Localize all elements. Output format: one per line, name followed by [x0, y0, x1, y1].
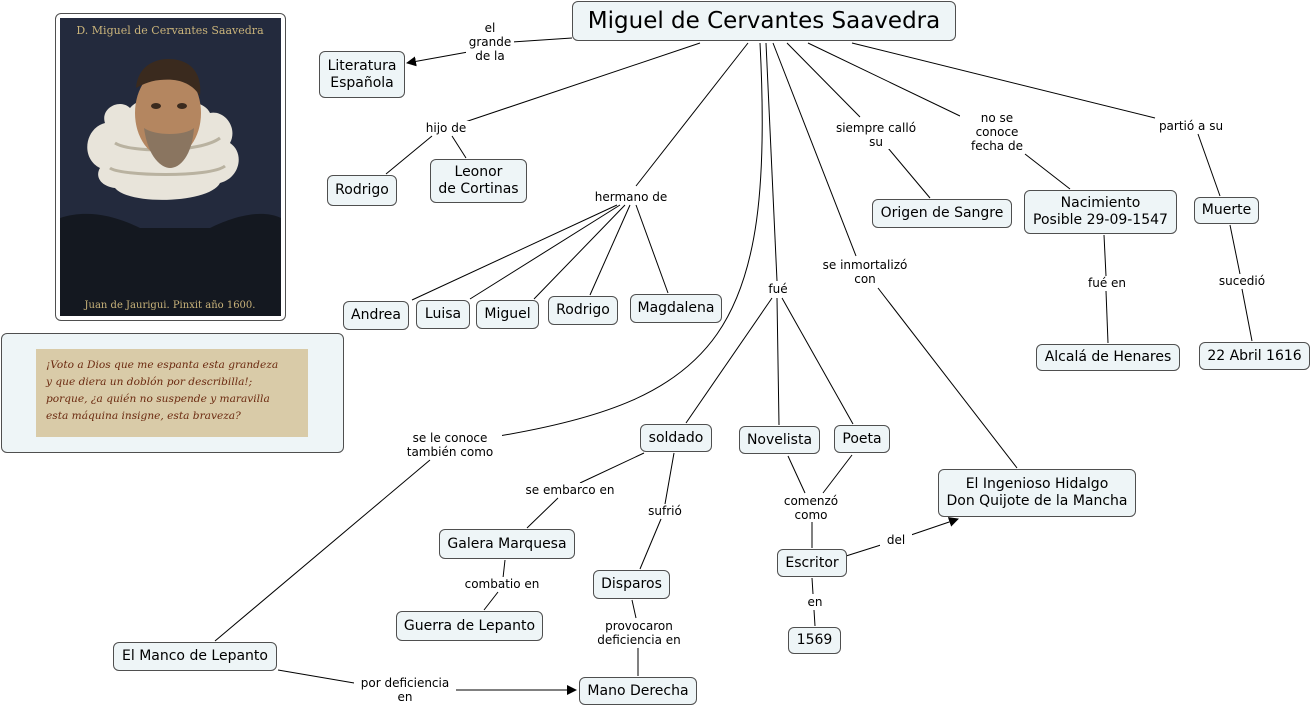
- link-main-fecha: [807, 42, 961, 117]
- link-disparos-provocaron: [631, 599, 637, 619]
- portrait-inscription-top: D. Miguel de Cervantes Saavedra: [76, 24, 264, 37]
- label-en: en: [802, 595, 828, 609]
- link-hermano-luisa: [469, 204, 621, 300]
- node-quijote[interactable]: El Ingenioso Hidalgo Don Quijote de la M…: [938, 469, 1136, 517]
- label-sucedio: sucedió: [1212, 274, 1272, 288]
- label-del: del: [880, 533, 912, 547]
- link-hijo-rodrigo: [385, 135, 433, 175]
- node-luisa[interactable]: Luisa: [416, 300, 470, 329]
- label-hijo: hijo de: [417, 121, 475, 135]
- label-inmortalizo: se inmortalizó con: [814, 258, 916, 286]
- link-fecha-nacimiento: [1024, 153, 1071, 190]
- link-manco-deficiencia: [277, 669, 361, 685]
- link-main-hermano: [635, 42, 749, 187]
- node-leonor[interactable]: Leonor de Cortinas: [430, 159, 527, 203]
- label-fue-en: fué en: [1080, 276, 1134, 290]
- link-fue-soldado: [685, 297, 773, 424]
- link-main-callo: [786, 42, 861, 118]
- quote-box: ¡Voto a Dios que me espanta esta grandez…: [1, 333, 344, 453]
- link-embarco-galera: [526, 497, 559, 529]
- node-mano[interactable]: Mano Derecha: [579, 677, 697, 705]
- link-escritor-en: [811, 577, 814, 595]
- node-escritor[interactable]: Escritor: [777, 549, 847, 577]
- cervantes-portrait: D. Miguel de Cervantes Saavedra Juan de …: [60, 18, 281, 316]
- node-soldado[interactable]: soldado: [640, 424, 712, 452]
- node-guerra[interactable]: Guerra de Lepanto: [396, 611, 543, 641]
- link-del-quijote: [907, 517, 959, 537]
- node-rodrigo-hermano[interactable]: Rodrigo: [548, 296, 618, 325]
- link-callo-origen: [887, 147, 931, 199]
- node-miguel[interactable]: Miguel: [476, 300, 539, 329]
- link-main-grande: [511, 37, 573, 43]
- link-fue-novelista: [776, 297, 780, 426]
- link-grande-literatura: [406, 51, 469, 67]
- node-poeta[interactable]: Poeta: [834, 425, 890, 453]
- link-hijo-leonor: [451, 135, 467, 159]
- quote-card: ¡Voto a Dios que me espanta esta grandez…: [36, 349, 308, 437]
- quote-text: ¡Voto a Dios que me espanta esta grandez…: [46, 359, 279, 422]
- link-galera-combatio: [502, 559, 506, 579]
- label-partio: partió a su: [1150, 119, 1232, 133]
- node-nacimiento[interactable]: Nacimiento Posible 29-09-1547: [1024, 190, 1177, 234]
- label-combatio: combatio en: [458, 577, 546, 591]
- link-fueen-alcala: [1105, 290, 1109, 344]
- node-origen[interactable]: Origen de Sangre: [872, 199, 1012, 228]
- label-grande: el grande de la: [466, 21, 514, 63]
- link-poeta-comenzo: [822, 454, 853, 494]
- label-deficiencia: por deficiencia en: [354, 676, 456, 704]
- link-conoce-manco: [214, 459, 431, 642]
- portrait-inscription-bottom: Juan de Jaurigui. Pinxit año 1600.: [84, 300, 256, 311]
- link-main-hijo: [464, 42, 701, 123]
- label-provocaron: provocaron deficiencia en: [588, 619, 690, 647]
- node-andrea[interactable]: Andrea: [343, 301, 409, 330]
- link-novelista-comenzo: [787, 455, 806, 494]
- node-fecha-muerte[interactable]: 22 Abril 1616: [1199, 342, 1310, 370]
- node-disparos[interactable]: Disparos: [593, 570, 670, 599]
- link-main-partio: [851, 42, 1156, 119]
- node-galera[interactable]: Galera Marquesa: [439, 529, 575, 559]
- node-rodrigo-padre[interactable]: Rodrigo: [327, 175, 397, 206]
- link-soldado-sufrio: [664, 452, 675, 505]
- node-anio[interactable]: 1569: [788, 627, 841, 654]
- link-hermano-magdalena: [635, 204, 669, 294]
- label-callo: siempre calló su: [826, 121, 926, 149]
- label-comenzo: comenzó como: [775, 494, 847, 522]
- link-sucedio-fecha: [1241, 288, 1253, 342]
- link-hermano-miguel: [533, 204, 626, 300]
- label-sufrio: sufrió: [640, 504, 690, 518]
- label-conoce: se le conoce también como: [398, 431, 502, 459]
- link-escritor-del: [845, 543, 885, 557]
- link-hermano-rodrigo2: [589, 204, 631, 296]
- link-sufrio-disparos: [639, 518, 662, 570]
- node-magdalena[interactable]: Magdalena: [630, 294, 722, 323]
- link-main-conoce: [492, 42, 763, 438]
- node-literatura[interactable]: Literatura Española: [319, 51, 405, 98]
- link-hermano-andrea: [411, 204, 618, 301]
- link-main-inmortalizo: [772, 42, 857, 257]
- label-fecha: no se conoce fecha de: [960, 111, 1034, 153]
- link-muerte-sucedio: [1229, 224, 1241, 275]
- link-partio-muerte: [1197, 133, 1221, 197]
- node-alcala[interactable]: Alcalá de Henares: [1036, 344, 1180, 371]
- link-combatio-guerra: [483, 591, 499, 611]
- link-inmortalizo-quijote: [877, 287, 1018, 469]
- label-hermano: hermano de: [587, 190, 675, 204]
- node-main[interactable]: Miguel de Cervantes Saavedra: [572, 1, 956, 41]
- label-fue: fué: [762, 282, 794, 296]
- link-fue-poeta: [781, 297, 854, 425]
- link-soldado-embarco: [579, 452, 645, 484]
- link-nacimiento-fueen: [1103, 234, 1107, 277]
- link-en-anio: [813, 609, 816, 627]
- portrait-frame: D. Miguel de Cervantes Saavedra Juan de …: [55, 13, 286, 321]
- node-muerte[interactable]: Muerte: [1194, 197, 1259, 224]
- node-novelista[interactable]: Novelista: [739, 426, 820, 454]
- node-manco[interactable]: El Manco de Lepanto: [113, 642, 277, 671]
- link-main-fue: [765, 42, 778, 282]
- label-embarco: se embarco en: [518, 483, 622, 497]
